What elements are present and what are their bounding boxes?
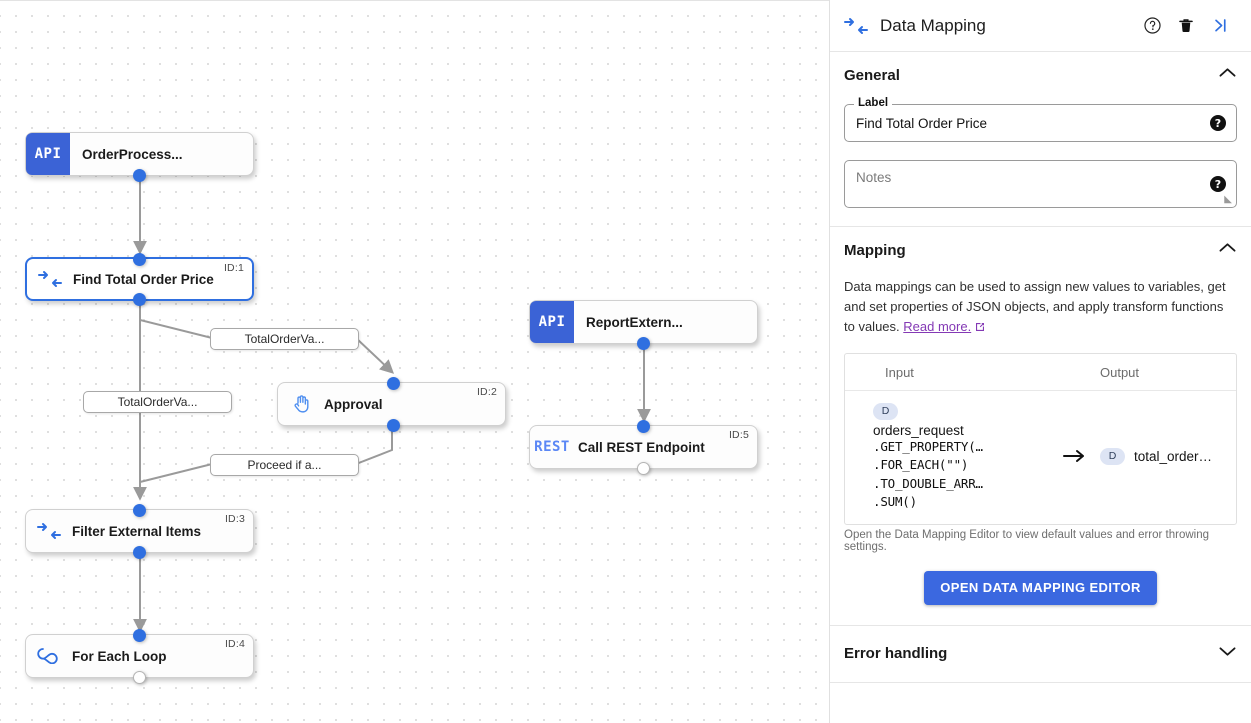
table-row[interactable]: D orders_request .GET_PROPERTY(… .FOR_EA… [845,391,1236,524]
input-chain-line: .FOR_EACH("") [873,457,969,472]
node-label: OrderProcess... [82,146,183,162]
node-label: Call REST Endpoint [578,439,705,455]
node-approval[interactable]: Approval ID:2 [277,376,506,432]
mapping-output-cell: D total_order… [1100,447,1236,465]
label-field-value: Find Total Order Price [856,115,988,131]
label-field-legend: Label [854,97,893,109]
section-divider [830,226,1251,227]
general-section-header[interactable]: General [844,52,1237,98]
column-header-input: Input [885,364,914,380]
open-data-mapping-editor-button[interactable]: OPEN DATA MAPPING EDITOR [924,570,1157,605]
edge-label-totalordervalue-1[interactable]: TotalOrderVa... [210,328,359,350]
node-label: Approval [324,396,383,412]
section-divider [830,681,1251,683]
notes-placeholder: Notes [856,170,892,185]
help-icon[interactable]: ? [1210,115,1226,131]
section-divider [830,624,1251,626]
trash-icon[interactable] [1169,9,1203,43]
node-label: Find Total Order Price [73,271,214,287]
collapse-panel-icon[interactable] [1203,9,1237,43]
node-label: ReportExtern... [586,314,683,330]
node-orderprocess[interactable]: API OrderProcess... [25,132,254,182]
node-output-port[interactable] [637,336,650,350]
node-output-port[interactable] [133,168,146,182]
input-chain-line: .SUM() [873,494,917,509]
input-type-badge: D [873,402,898,420]
mapping-arrow-icon [1050,447,1100,465]
section-title: Error handling [844,645,948,662]
rest-badge: REST [534,439,570,455]
mapping-description: Data mappings can be used to assign new … [844,277,1237,339]
mapping-description-text: Data mappings can be used to assign new … [844,279,1226,334]
data-mapping-icon [844,17,874,35]
node-call-rest-endpoint[interactable]: REST Call REST Endpoint ID:5 [529,419,758,475]
read-more-link[interactable]: Read more. [903,319,972,334]
label-field[interactable]: Label Find Total Order Price ? [844,97,1237,142]
edge-label-totalordervalue-2[interactable]: TotalOrderVa... [83,391,232,413]
mapping-table-header: Input Output [845,354,1236,391]
notes-field[interactable]: Notes ? ◣ [844,160,1237,208]
node-id: ID:2 [476,386,497,398]
resize-grip-icon[interactable]: ◣ [1224,194,1232,205]
data-mapping-icon [26,522,72,540]
mapping-section-header[interactable]: Mapping [844,227,1237,273]
mapping-table-note: Open the Data Mapping Editor to view def… [844,528,1210,553]
input-chain-line: .GET_PROPERTY(… [873,438,983,454]
flow-canvas[interactable]: API OrderProcess... Find Total Order Pri… [0,0,829,723]
api-badge: API [530,301,574,343]
mapping-input-cell: D orders_request .GET_PROPERTY(… .FOR_EA… [845,401,1050,512]
node-input-port[interactable] [133,252,146,266]
column-header-output: Output [1100,364,1140,380]
help-circle-icon[interactable] [1135,9,1169,43]
node-id: ID:1 [223,262,244,274]
chevron-down-icon[interactable] [1218,645,1237,663]
input-chain-line: .TO_DOUBLE_ARR… [873,475,983,491]
help-icon[interactable]: ? [1210,176,1226,192]
node-input-port[interactable] [386,376,400,390]
node-for-each-loop[interactable]: For Each Loop ID:4 [25,628,254,684]
node-output-port[interactable] [386,418,400,432]
chevron-up-icon[interactable] [1218,241,1237,259]
properties-panel: Data Mapping General [829,0,1251,723]
canvas-top-divider [0,0,829,1]
api-badge: API [26,133,70,175]
node-id: ID:4 [224,638,245,650]
node-reportextern[interactable]: API ReportExtern... [529,300,758,350]
section-error-handling: Error handling [830,626,1251,682]
output-type-badge: D [1100,447,1125,465]
node-label: For Each Loop [72,648,167,664]
section-title: General [844,66,900,84]
chevron-up-icon[interactable] [1218,66,1237,84]
infinity-icon [26,648,72,664]
input-variable-name: orders_request [873,422,964,438]
node-output-port[interactable] [133,670,146,684]
hand-icon [278,393,324,415]
node-output-port[interactable] [133,545,146,559]
node-output-port[interactable] [133,292,146,306]
node-filter-external-items[interactable]: Filter External Items ID:3 [25,503,254,559]
section-title: Mapping [844,241,906,259]
node-input-port[interactable] [133,503,146,517]
section-general: General Label Find Total Order Price ? N… [830,52,1251,226]
node-input-port[interactable] [637,419,650,433]
node-input-port[interactable] [133,628,146,642]
node-label: Filter External Items [72,523,202,539]
external-link-icon[interactable] [974,319,986,339]
mapping-table: Input Output D orders_request .GET_PROPE… [844,353,1237,525]
section-mapping: Mapping Data mappings can be used to ass… [830,227,1251,625]
output-variable-name: total_order… [1134,448,1213,464]
error-handling-section-header[interactable]: Error handling [844,626,1237,682]
node-output-port[interactable] [637,461,650,475]
node-find-total-order-price[interactable]: Find Total Order Price ID:1 [25,252,254,306]
edge-label-proceed-if[interactable]: Proceed if a... [210,454,359,476]
node-id: ID:3 [224,513,245,525]
panel-header: Data Mapping [830,0,1251,52]
data-mapping-icon [27,270,73,288]
flow-edges [133,176,651,633]
node-id: ID:5 [728,429,749,441]
page-title: Data Mapping [880,15,986,35]
